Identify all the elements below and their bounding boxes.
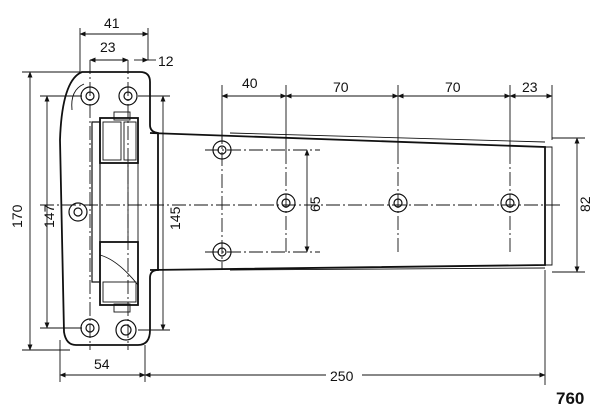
hole-arm-bottom	[212, 242, 232, 262]
dimension-label-82: 82	[577, 196, 593, 212]
dimension-label-170: 170	[9, 204, 25, 228]
hole-arm-top	[212, 140, 232, 160]
dimension-label-65: 65	[307, 196, 323, 212]
dimension-label-41: 41	[104, 15, 120, 31]
dimension-label-70a: 70	[333, 79, 349, 95]
dimension-label-147: 147	[41, 204, 57, 228]
hinge-plate-outline	[59, 71, 159, 346]
dimension-label-40: 40	[242, 75, 258, 91]
dimension-label-70b: 70	[445, 79, 461, 95]
dimension-41: 41	[79, 15, 149, 72]
hole-middle-left	[68, 202, 88, 222]
dimension-170: 170	[9, 71, 80, 351]
hole-arm-2	[388, 193, 408, 213]
dimension-12: 12	[134, 53, 174, 69]
dimension-label-54: 54	[94, 356, 110, 372]
reference-number: 760	[556, 389, 584, 408]
mounting-holes	[68, 86, 520, 341]
dimension-147: 147	[40, 95, 82, 329]
dimension-label-23-right: 23	[522, 79, 538, 95]
dimension-chain-top: 40 70 70 23	[221, 75, 553, 150]
hole-bottom-right	[115, 319, 137, 341]
hinge-arm-outline	[149, 132, 553, 271]
hole-top-right	[118, 86, 138, 106]
center-lines	[40, 60, 560, 350]
dimension-label-250: 250	[330, 368, 354, 384]
hole-arm-1	[276, 193, 296, 213]
dimension-250: 250	[144, 270, 546, 385]
dimension-label-23-top: 23	[100, 39, 116, 55]
dimension-145: 145	[138, 95, 183, 331]
dimension-label-12: 12	[158, 53, 174, 69]
dimension-82: 82	[552, 137, 593, 273]
dimension-23-top: 23	[89, 39, 129, 63]
dimension-54: 54	[59, 340, 146, 382]
dimension-label-145: 145	[167, 206, 183, 230]
dimensions: 41 23 12 40 70 70 23	[9, 15, 593, 385]
hole-arm-3	[500, 193, 520, 213]
dimension-65: 65	[304, 149, 323, 253]
